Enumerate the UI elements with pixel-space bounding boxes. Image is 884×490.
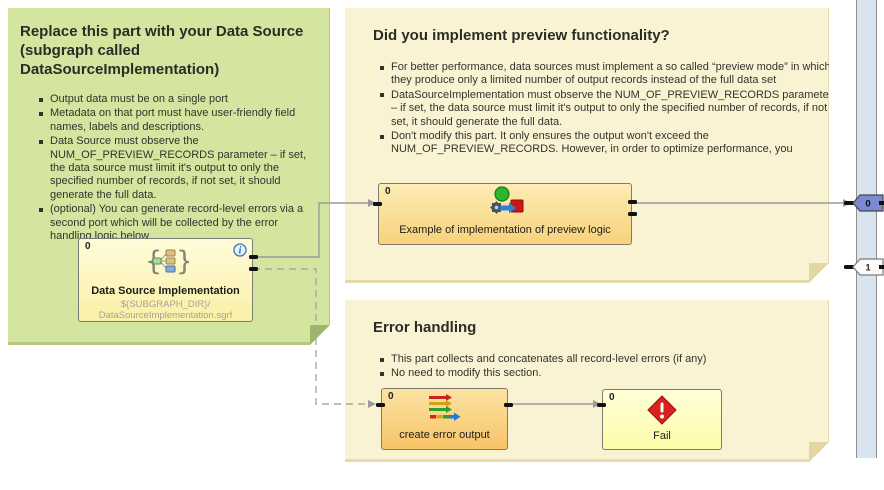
component-create-error-output[interactable]: 0 create error output [376,388,513,450]
component-preview-logic[interactable]: 0 Example of implementation of preview l… [373,183,637,245]
subgraph-output-ports-bar [856,0,877,458]
arrowhead-icon [368,400,376,408]
note-error-handling-title: Error handling [373,319,477,336]
component-label: create error output [399,429,490,441]
component-data-source-implementation[interactable]: 0 i { } Data Source Implementation ${SUB… [78,238,258,322]
concatenate-icon [382,393,507,428]
component-fail[interactable]: 0 Fail [597,389,722,450]
note-bullet: (optional) You can generate record-level… [50,203,322,243]
output-port-0[interactable]: 0 [844,193,884,213]
output-port-stub[interactable] [628,200,637,204]
note-bullet: Output data must be on a single port [50,93,322,106]
port-number-label: 0 [85,241,91,252]
output-port-stub[interactable] [249,267,258,271]
note-data-source-bullets: Output data must be on a single port Met… [20,93,322,243]
note-bullet: This part collects and concatenates all … [391,353,833,366]
note-preview-title: Did you implement preview functionality? [373,27,670,44]
output-port-1[interactable]: 1 [844,257,884,277]
component-label: Data Source Implementation [91,285,240,297]
subgraph-icon: { } [79,246,252,281]
note-bullet: DataSourceImplementation must observe th… [391,88,833,128]
component-sublabel: ${SUBGRAPH_DIR}/ [120,299,211,310]
note-data-source[interactable]: Replace this part with your Data Source … [8,8,330,345]
arrowhead-icon [368,199,376,207]
fail-icon [603,394,721,431]
input-port-stub[interactable] [373,202,382,206]
svg-text:}: } [176,246,189,276]
component-label: Example of implementation of preview log… [399,224,611,236]
svg-text:i: i [239,246,242,257]
info-icon[interactable]: i [233,243,247,262]
output-port-stub[interactable] [249,255,258,259]
preview-component-icon [379,186,631,223]
edge-datasource-to-preview[interactable] [253,202,369,258]
component-label: Fail [653,430,671,442]
input-port-stub[interactable] [597,403,606,407]
note-bullet: Data Source must observe the NUM_OF_PREV… [50,135,322,202]
output-port-1-label: 1 [865,263,871,274]
input-port-stub[interactable] [376,403,385,407]
edge-datasource-to-error[interactable] [253,268,368,405]
note-bullet: Metadata on that port must have user-fri… [50,107,322,134]
output-port-stub[interactable] [504,403,513,407]
note-error-handling-bullets: This part collects and concatenates all … [373,353,833,381]
port-number-label: 0 [388,391,394,402]
port-number-label: 0 [385,186,391,197]
note-bullet: For better performance, data sources mus… [391,61,833,88]
note-preview-bullets: For better performance, data sources mus… [373,61,833,157]
output-port-stub[interactable] [628,212,637,216]
note-data-source-title: Replace this part with your Data Source … [20,23,304,78]
output-port-0-label: 0 [865,199,870,210]
note-bullet: Don't modify this part. It only ensures … [391,130,833,157]
port-number-label: 0 [609,392,615,403]
component-sublabel: DataSourceImplementation.sgrf [98,310,233,321]
note-bullet: No need to modify this section. [391,367,833,380]
